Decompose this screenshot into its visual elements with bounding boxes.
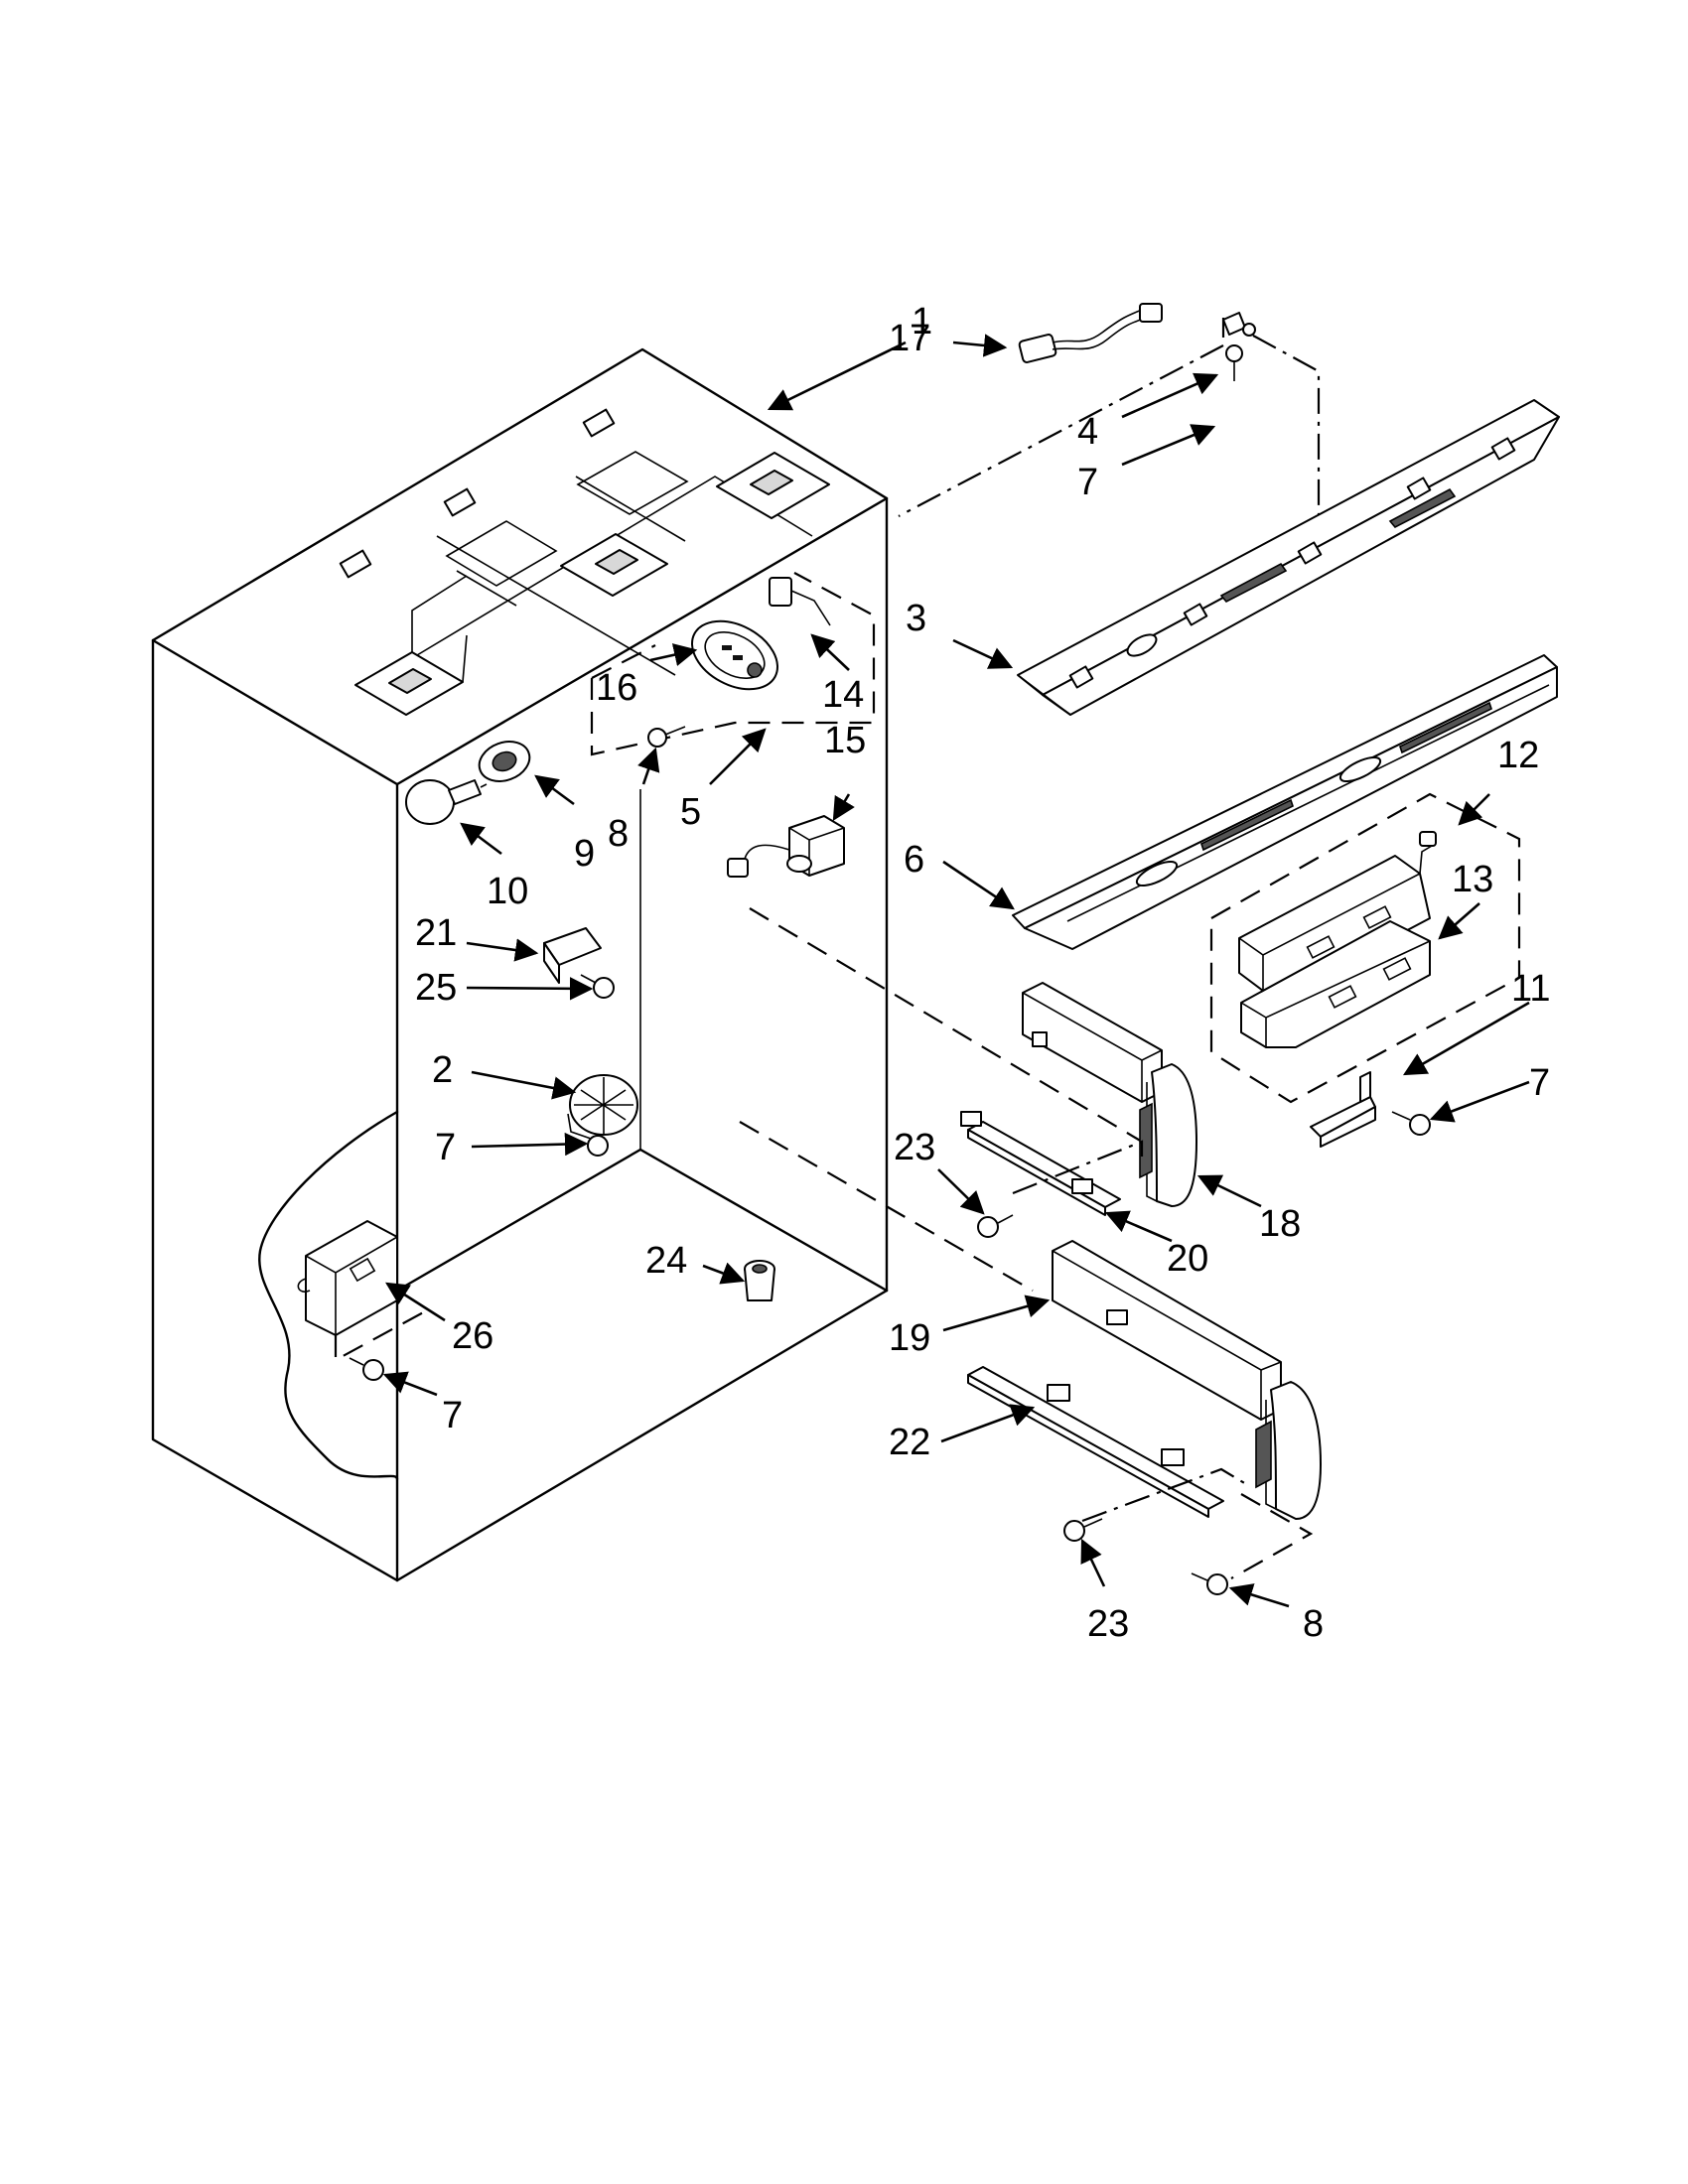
callout-19: 19: [889, 1317, 930, 1359]
callout-5: 5: [680, 791, 701, 833]
callout-2: 2: [432, 1049, 453, 1091]
drawer-front-19: [1052, 1240, 1322, 1520]
callout-26: 26: [452, 1315, 493, 1357]
slide-rail-20: [960, 1111, 1121, 1216]
callout-15: 15: [824, 720, 866, 761]
group-12-outline: [1209, 792, 1521, 1104]
centerline-18: [1012, 1140, 1144, 1195]
channel-3: [1017, 399, 1560, 716]
screw-25: [580, 974, 615, 999]
callout-1: 1: [912, 301, 932, 342]
rail-6: [1012, 654, 1558, 950]
callout-8: 8: [608, 813, 629, 855]
callout-20: 20: [1167, 1238, 1208, 1280]
slide-rail-22: [967, 1366, 1224, 1518]
control-housing-outline: [590, 572, 876, 756]
callout-4: 4: [1077, 411, 1098, 453]
light-bulb-10: [405, 779, 482, 825]
callout-18: 18: [1259, 1203, 1301, 1245]
callout-22: 22: [889, 1422, 930, 1463]
bracket-21: [543, 927, 602, 984]
screw-8-lower: [1191, 1572, 1228, 1595]
callout-23: 23: [894, 1127, 935, 1168]
bulb-to-socket-line: [480, 783, 488, 788]
callout-25: 25: [415, 967, 457, 1009]
screw-7-box: [349, 1357, 384, 1381]
callout-8: 8: [1303, 1603, 1324, 1645]
callout-23: 23: [1087, 1603, 1129, 1645]
centerline-to-cabinet: [898, 344, 1224, 517]
callout-16: 16: [596, 667, 637, 709]
callout-14: 14: [822, 674, 864, 716]
crisper-cover-13-top: [1238, 831, 1437, 992]
drawer-front-18: [1022, 982, 1197, 1207]
fan-grille-2: [567, 1074, 638, 1141]
screw-23-lower: [1063, 1518, 1103, 1542]
wire-connector-14: [769, 577, 831, 626]
box-26-dash: [334, 1309, 428, 1362]
wiring-harness-15: [727, 815, 845, 878]
callout-10: 10: [487, 871, 528, 912]
callout-7: 7: [442, 1395, 463, 1436]
callout-21: 21: [415, 912, 457, 954]
screw-7-top: [1225, 344, 1243, 381]
drain-plug-24: [744, 1260, 775, 1301]
screw-8-upper: [647, 726, 686, 748]
callout-7: 7: [1077, 462, 1098, 503]
callout-24: 24: [645, 1240, 687, 1282]
centerline-clip-right: [1252, 335, 1321, 536]
screw-23-upper: [977, 1214, 1014, 1238]
callout-9: 9: [574, 833, 595, 875]
light-socket-9: [478, 741, 531, 782]
screw-7-fan: [587, 1135, 609, 1157]
control-housing-top-dash: [591, 644, 656, 679]
callout-3: 3: [906, 598, 926, 639]
callout-7: 7: [435, 1127, 456, 1168]
callout-11: 11: [1511, 968, 1550, 1010]
control-box-26: [297, 1220, 398, 1336]
wire-harness-17: [1018, 303, 1163, 363]
callout-labels: 1 17 4 7 3 16 14 15 8 5 9 10 12 6 13 11 …: [415, 301, 1550, 1645]
control-panel-16: [691, 619, 778, 691]
callout-7: 7: [1529, 1062, 1550, 1104]
crisper-cover-13-bottom: [1240, 920, 1431, 1048]
bracket-11: [1310, 1071, 1376, 1148]
clip-4: [1222, 312, 1256, 337]
callout-17: 17: [889, 318, 930, 359]
cabinet-liner: [151, 347, 889, 1582]
screw-7-bracket: [1391, 1111, 1431, 1136]
leader-dash-19: [739, 1121, 1034, 1292]
callout-arrows: [382, 334, 1530, 1608]
dash-19-to-8: [1230, 1493, 1314, 1579]
centerline-19: [1081, 1467, 1247, 1523]
callout-6: 6: [904, 839, 924, 881]
callout-12: 12: [1497, 735, 1539, 776]
leader-dash-15: [749, 907, 1143, 1143]
callout-13: 13: [1452, 859, 1493, 900]
